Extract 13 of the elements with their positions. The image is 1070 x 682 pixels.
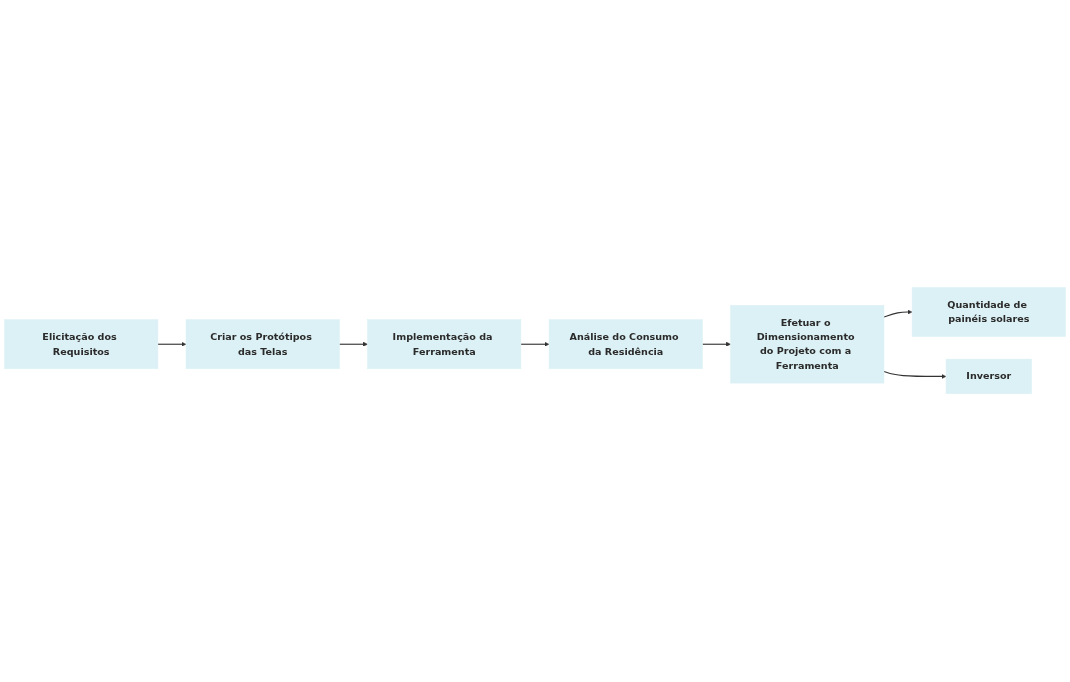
node-box: Criar os Protótipos das Telas (185, 319, 340, 370)
node-box: Implementação da Ferramenta (367, 319, 522, 370)
node-box: Análise do Consumo da Residência (548, 319, 703, 370)
arrow (338, 342, 368, 348)
arrow (701, 342, 731, 348)
arrow (520, 342, 550, 348)
node-box: Inversor (945, 359, 1032, 395)
node-box: Quantidade de painéis solares (911, 287, 1066, 338)
arrow (157, 342, 187, 348)
arrow (883, 309, 913, 318)
arrow (883, 371, 947, 380)
node-box: Efetuar o Dimensionamento do Projeto com a Ferramenta (730, 305, 885, 384)
node-box: Elicitação dos Requisitos (4, 319, 159, 370)
